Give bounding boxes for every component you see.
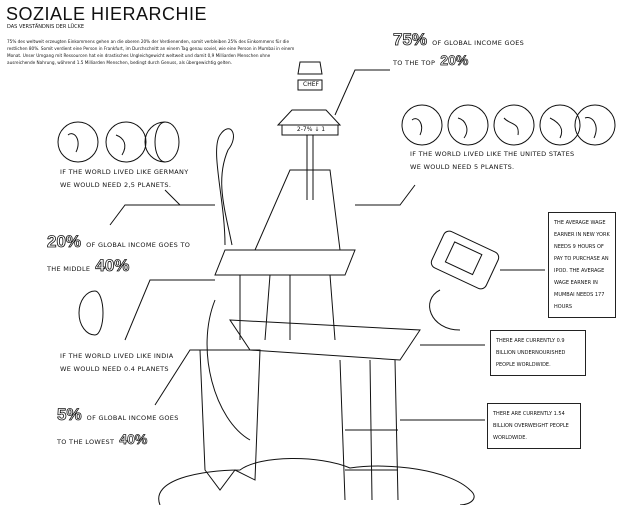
callout-line-india bbox=[124, 279, 215, 341]
callout-line-top bbox=[334, 69, 390, 116]
usa-line1: IF THE WORLD LIVED LIKE THE UNITED STATE… bbox=[410, 150, 575, 158]
tower-lower-legs bbox=[339, 359, 399, 501]
tower-top-platform bbox=[276, 109, 342, 136]
middle-share: 40% bbox=[95, 256, 130, 276]
middle-text2: THE MIDDLE bbox=[47, 265, 91, 273]
callout-line-usa bbox=[355, 184, 416, 206]
globe-icon bbox=[493, 104, 535, 146]
globe-icon bbox=[401, 104, 443, 146]
tower-middle-legs bbox=[239, 274, 336, 341]
tower-mast bbox=[306, 135, 314, 200]
half-globe-icon bbox=[154, 121, 180, 163]
top-percent: 75% bbox=[393, 30, 428, 50]
intro-paragraph: 75% des weltweit erzeugten Einkommens ge… bbox=[7, 39, 295, 65]
lowest-percent: 5% bbox=[57, 405, 82, 425]
cloud-base bbox=[158, 458, 475, 505]
top-text1: of GLOBAL INCOME GOES bbox=[432, 39, 525, 47]
usa-planets-text: IF THE WORLD LIVED LIKE THE UNITED STATE… bbox=[410, 148, 574, 174]
middle-percent: 20% bbox=[47, 232, 82, 252]
germany-line2: WE WOULD NEED 2,5 PLANETS. bbox=[60, 181, 172, 189]
globe-icon bbox=[574, 104, 616, 146]
globe-icon bbox=[539, 104, 581, 146]
lowest-income-stat: 5% OF GLOBAL INCOME GOES TO THE LOWEST 4… bbox=[57, 405, 179, 449]
wage-fact-box: THE AVERAGE WAGE EARNER IN NEW YORK NEED… bbox=[548, 212, 616, 318]
lowest-text2: TO THE LOWEST bbox=[57, 438, 115, 446]
tower-sign-text: CHEF bbox=[303, 81, 319, 88]
tower-sign bbox=[297, 79, 323, 91]
germany-line1: IF THE WORLD LIVED LIKE GERMANY bbox=[60, 168, 189, 176]
globe-icon bbox=[447, 104, 489, 146]
top-text2: TO THE TOP bbox=[393, 59, 436, 67]
page-title: SOZIALE HIERARCHIE bbox=[6, 4, 208, 24]
india-line2: WE WOULD NEED 0.4 PLANETS bbox=[60, 365, 169, 373]
top-share: 20% bbox=[440, 52, 469, 69]
india-planets-text: IF THE WORLD LIVED LIKE INDIA WE WOULD N… bbox=[60, 350, 174, 376]
lowest-text1: OF GLOBAL INCOME GOES bbox=[86, 414, 179, 422]
middle-income-stat: 20% OF GLOBAL INCOME GOES TO THE MIDDLE … bbox=[47, 232, 190, 276]
tower-middle-platform bbox=[214, 249, 356, 276]
middle-text1: OF GLOBAL INCOME GOES TO bbox=[86, 241, 191, 249]
callout-line-middle bbox=[109, 204, 215, 226]
usa-line2: WE WOULD NEED 5 PLANETS. bbox=[410, 163, 515, 171]
planets-usa bbox=[400, 100, 610, 154]
tower-lower-platform bbox=[229, 319, 421, 361]
page-subtitle: DAS VERSTÄNDNIS DER LÜCKE bbox=[7, 24, 85, 30]
india-line1: IF THE WORLD LIVED LIKE INDIA bbox=[60, 352, 174, 360]
globe-icons bbox=[401, 104, 581, 146]
tower-smoke bbox=[216, 128, 234, 246]
undernourished-fact-box: THERE ARE CURRENTLY 0.9 BILLION UNDERNOU… bbox=[490, 330, 586, 376]
cable bbox=[206, 299, 251, 441]
tower-top-bowl bbox=[297, 61, 323, 75]
overweight-fact-box: THERE ARE CURRENTLY 1.54 BILLION OVERWEI… bbox=[487, 403, 581, 449]
globe-icon bbox=[105, 121, 147, 163]
tower-hanging-cloth bbox=[199, 349, 261, 491]
ipod-icon bbox=[429, 230, 500, 331]
germany-planets-text: IF THE WORLD LIVED LIKE GERMANY WE WOULD… bbox=[60, 166, 189, 192]
tower-banner-text: 2-7% ↓ 1 bbox=[296, 126, 326, 133]
top-income-stat: 75% of GLOBAL INCOME GOES TO THE TOP 20% bbox=[393, 30, 524, 70]
globe-icon bbox=[57, 121, 99, 163]
lowest-share: 40% bbox=[119, 431, 148, 448]
partial-globe-icon-india bbox=[78, 290, 104, 336]
